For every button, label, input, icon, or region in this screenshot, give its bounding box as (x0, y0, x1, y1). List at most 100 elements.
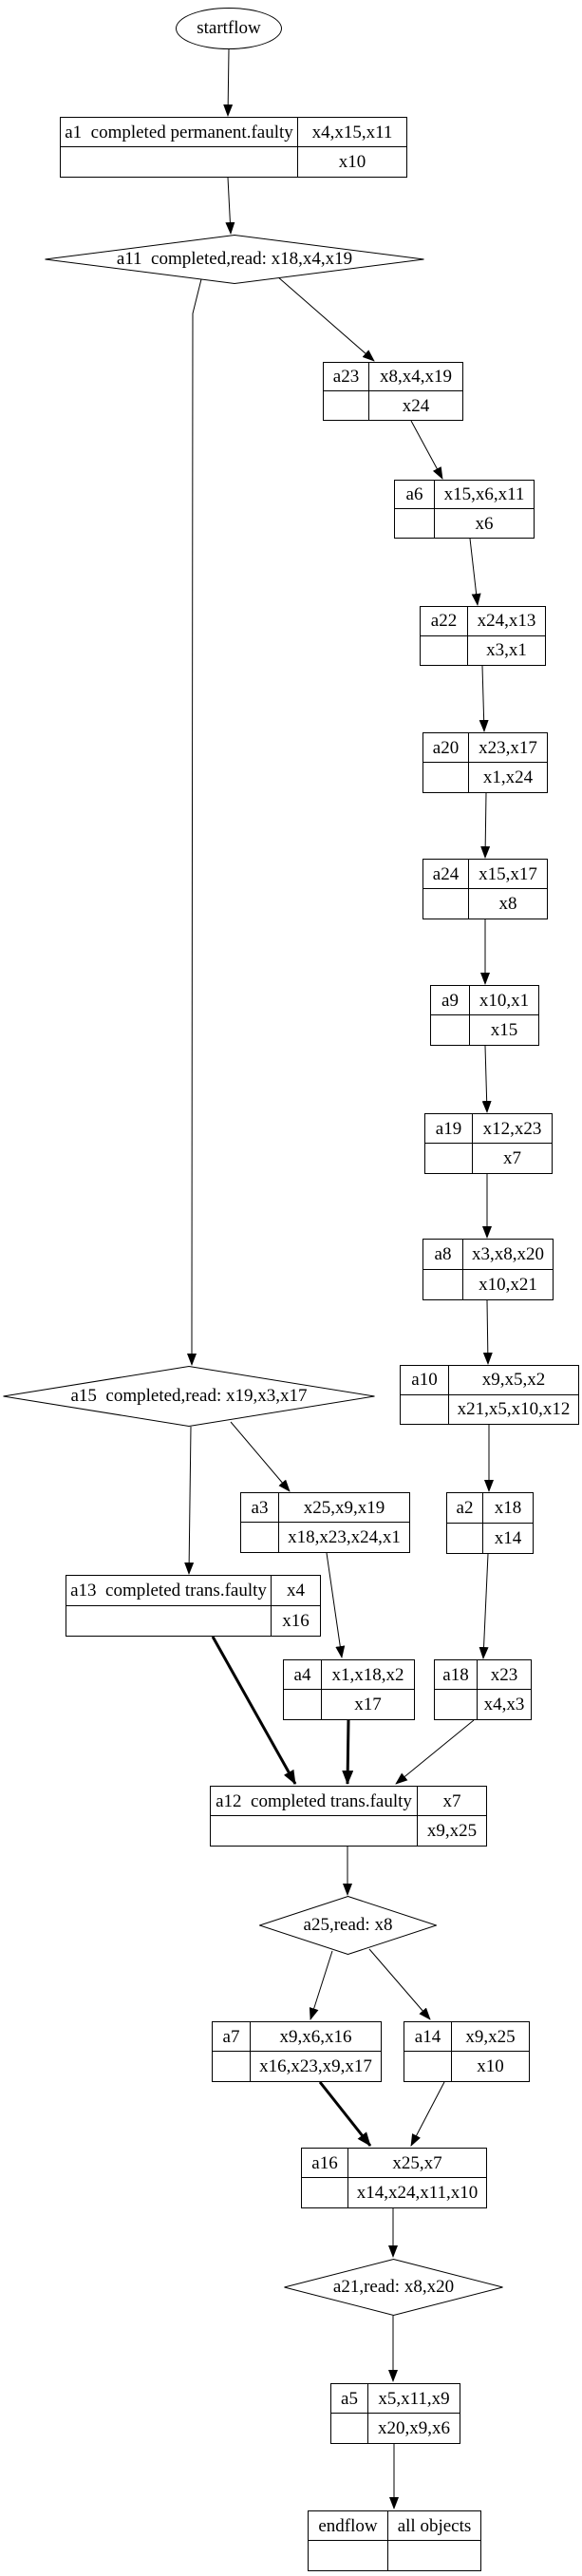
node-a2-cell-top-right: x18 (483, 1493, 533, 1524)
node-a21-label: a21,read: x8,x20 (332, 2277, 455, 2297)
node-a3-cell-bottom-right: x18,x23,x24,x1 (288, 1527, 401, 1547)
node-a15-label: a15 completed,read: x19,x3,x17 (70, 1386, 308, 1406)
node-a20-label: a20 (423, 733, 469, 763)
node-a5-cell-bottom-right: x20,x9,x6 (378, 2418, 450, 2438)
node-a14-cell-bottom-left (404, 2052, 452, 2081)
node-a10-cell-bottom-left (401, 1394, 449, 1424)
node-a10-cell-top-right: x9,x5,x2 (449, 1366, 578, 1395)
node-endflow-label: endflow (309, 2511, 388, 2541)
node-a16-cell-bottom-right: x14,x24,x11,x10 (356, 2183, 479, 2203)
edge-a22-to-a20 (479, 665, 489, 732)
node-a12-cell-bottom-left (211, 1816, 418, 1846)
edge-a11-to-a15 (187, 278, 202, 1366)
node-a2-cell-bottom-left (447, 1523, 483, 1553)
node-a21-diamond-shape (284, 2259, 503, 2316)
node-a4-cell-bottom-right: x17 (354, 1695, 382, 1714)
node-a18-label: a18 (435, 1660, 478, 1690)
node-a7-cell-top-right: x9,x6,x16 (251, 2022, 381, 2052)
node-a23-cell-bottom-left (324, 391, 369, 420)
edge-a20-to-a24 (480, 792, 491, 859)
edge-a25-to-a7 (309, 1950, 333, 2020)
node-a7-cell-bottom-left (213, 2052, 251, 2081)
edge-a25-to-a14 (368, 1948, 431, 2020)
node-a9-cell-bottom-right: x15 (490, 1020, 518, 1040)
node-a25-diamond-shape (259, 1896, 437, 1955)
node-a12-cell-top-right: x7 (418, 1787, 486, 1816)
node-a5-cell-top-right: x5,x11,x9 (368, 2384, 460, 2414)
edge-a13-to-a12 (211, 1636, 297, 1785)
edge-a8-to-a10 (482, 1299, 493, 1365)
node-a23-label: a23 (324, 363, 369, 391)
node-a14-cell-bottom-right: x10 (477, 2056, 504, 2076)
node-a18-cell-bottom-left (435, 1690, 478, 1719)
edge-a18-to-a12 (395, 1719, 475, 1785)
edge-a3-to-a4 (326, 1552, 346, 1658)
node-a4-cell-top-right: x1,x18,x2 (322, 1660, 414, 1690)
node-a12-cell-bottom-right: x9,x25 (426, 1821, 478, 1841)
node-a18-cell-bottom-right: x4,x3 (483, 1695, 525, 1714)
node-a6-cell-bottom-right: x6 (475, 513, 494, 534)
node-a1-label: a1 completed permanent.faulty (61, 118, 298, 147)
node-a11: a11 completed,read: x18,x4,x19 (45, 235, 424, 284)
node-a6-cell-bottom-left (395, 509, 435, 538)
node-a25: a25,read: x8 (259, 1896, 437, 1955)
node-a13-cell-top-right: x4 (272, 1576, 320, 1606)
node-a24-cell-top-right: x15,x17 (469, 860, 547, 889)
node-a9-cell-top-right: x10,x1 (470, 986, 538, 1015)
edge-a4-to-a12 (342, 1719, 354, 1785)
node-a1-cell-bottom-right: x10 (338, 152, 366, 172)
node-a15-diamond-shape (3, 1366, 375, 1427)
node-a16-label: a16 (302, 2149, 348, 2178)
node-a7-label: a7 (213, 2022, 251, 2052)
node-a15: a15 completed,read: x19,x3,x17 (3, 1366, 375, 1427)
node-a20-cell-bottom-left (423, 763, 469, 792)
edge-a23-to-a6 (410, 420, 443, 480)
node-a3-cell-top-right: x25,x9,x19 (279, 1493, 409, 1523)
node-a8-cell-bottom-left (423, 1269, 463, 1299)
node-a24-cell-bottom-right: x8 (498, 894, 517, 914)
edge-a15-to-a13 (184, 1426, 195, 1575)
node-a16-cell-top-right: x25,x7 (348, 2149, 486, 2178)
node-a4-label: a4 (284, 1660, 322, 1690)
node-a23-cell-bottom-right: x24 (402, 395, 430, 416)
edge-a7-to-a16 (318, 2081, 372, 2147)
node-a25-label: a25,read: x8 (303, 1915, 393, 1935)
node-a11-diamond-shape (45, 235, 424, 284)
node-a19-label: a19 (425, 1114, 473, 1144)
edge-a6-to-a22 (469, 538, 481, 606)
edge-a15-to-a3 (230, 1421, 291, 1492)
node-a10-label: a10 (401, 1366, 449, 1395)
node-startflow-label: startflow (197, 18, 261, 38)
node-a11-label: a11 completed,read: x18,x4,x19 (116, 249, 353, 269)
node-a13-label: a13 completed trans.faulty (66, 1576, 272, 1606)
edge-a11-to-a23 (276, 275, 375, 362)
node-a22-cell-bottom-left (421, 635, 468, 665)
node-a24-label: a24 (423, 860, 469, 889)
node-a8-label: a8 (423, 1240, 463, 1270)
node-a23-cell-top-right: x8,x4,x19 (369, 363, 462, 391)
edge-a9-to-a19 (481, 1045, 492, 1113)
node-a22-cell-bottom-right: x3,x1 (486, 640, 527, 661)
node-a1-cell-top-right: x4,x15,x11 (298, 118, 406, 147)
node-a20-cell-bottom-right: x1,x24 (482, 767, 534, 787)
node-a8-cell-top-right: x3,x8,x20 (463, 1240, 553, 1270)
node-startflow: startflow (176, 8, 282, 49)
node-a9-label: a9 (431, 986, 470, 1015)
node-a24-cell-bottom-left (423, 889, 469, 919)
